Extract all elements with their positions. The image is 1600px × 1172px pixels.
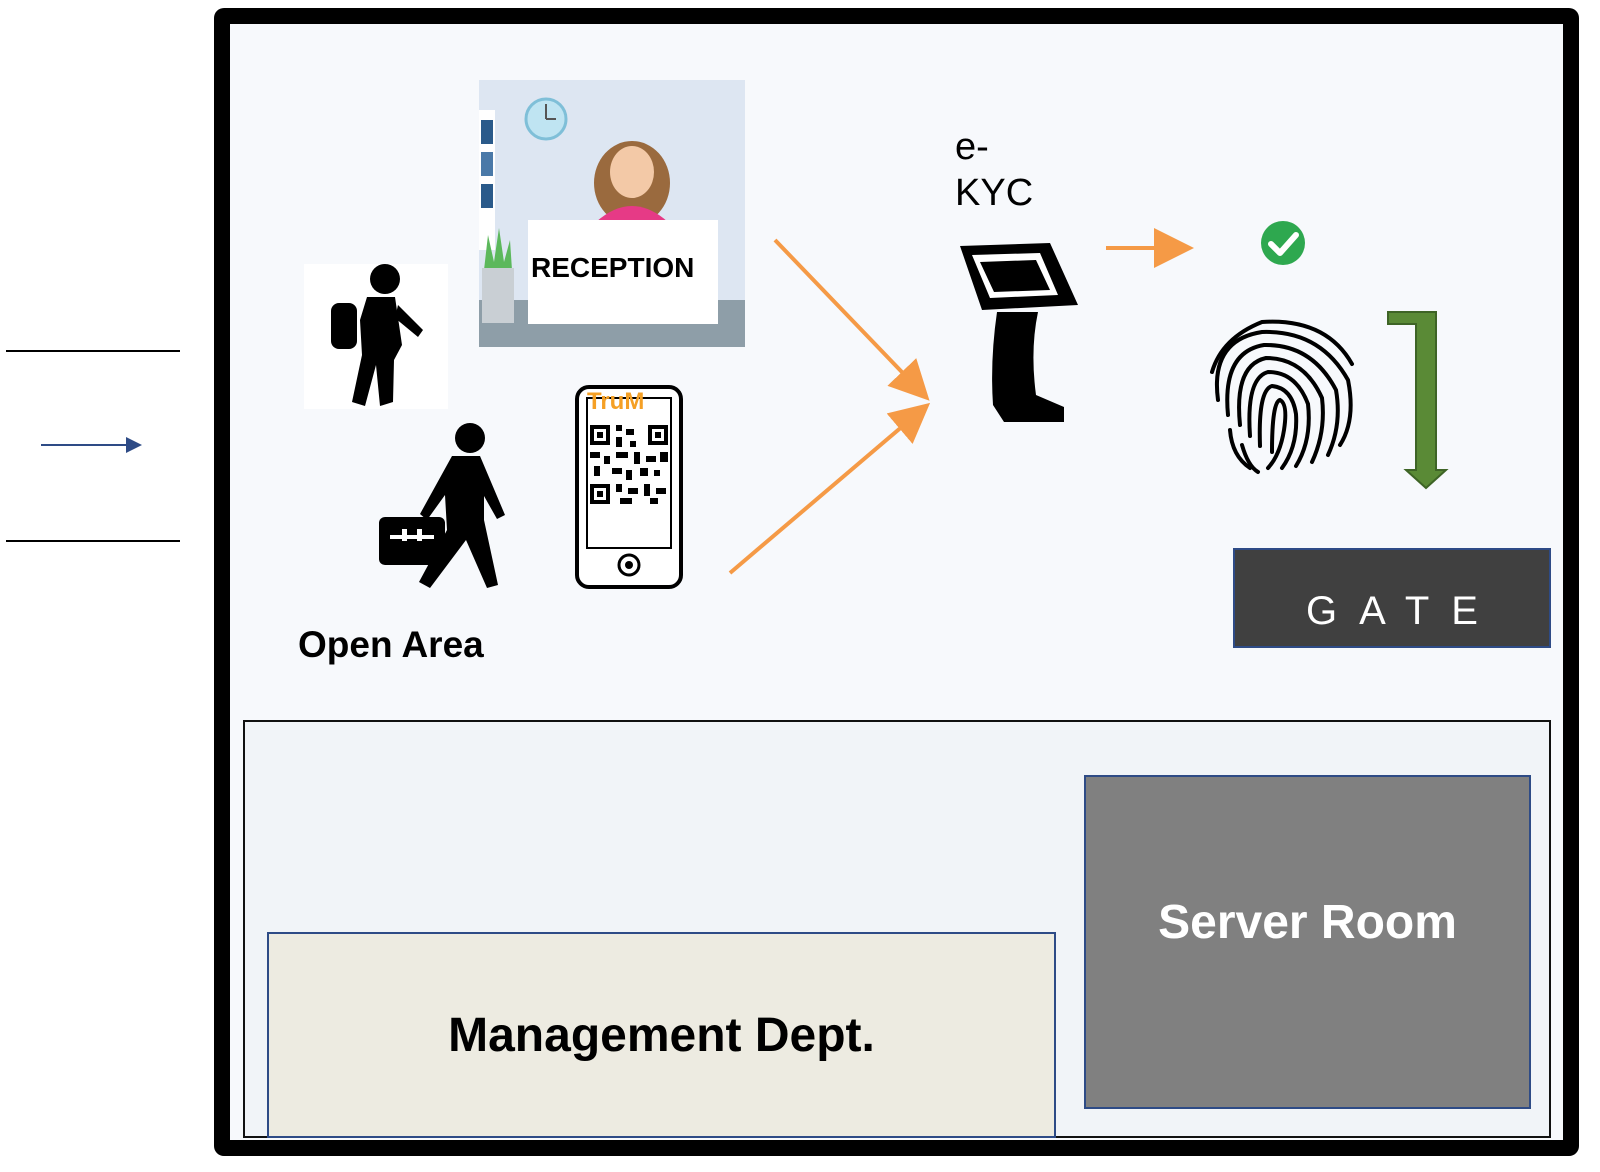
flow-arrow-phone-to-kiosk <box>728 402 931 575</box>
gate-box: GATE <box>1233 548 1551 648</box>
server-room-label: Server Room <box>1158 896 1457 949</box>
qr-phone-icon <box>575 385 683 589</box>
reception-desk-illustration <box>479 80 745 347</box>
ekyc-label-line1: e- <box>955 126 989 168</box>
ekyc-label-line2: KYC <box>955 172 1034 214</box>
gate-direction-arrow <box>1387 311 1449 490</box>
ekyc-label: e- KYC <box>955 124 1033 216</box>
flow-arrow-reception-to-kiosk <box>773 238 930 401</box>
management-dept-label: Management Dept. <box>448 1008 875 1062</box>
walking-backpacker-icon <box>304 264 448 409</box>
check-circle-icon <box>1261 221 1305 265</box>
walking-businessman-icon <box>379 423 505 588</box>
fingerprint-icon <box>1210 319 1354 474</box>
gate-label: GATE <box>1306 588 1500 633</box>
kiosk-icon <box>960 243 1078 422</box>
open-area-label: Open Area <box>298 624 484 665</box>
app-name-label: TruM <box>587 388 645 415</box>
server-room: Server Room <box>1084 775 1531 1109</box>
reception-label: RECEPTION <box>531 252 695 283</box>
management-dept-room: Management Dept. <box>267 932 1056 1138</box>
